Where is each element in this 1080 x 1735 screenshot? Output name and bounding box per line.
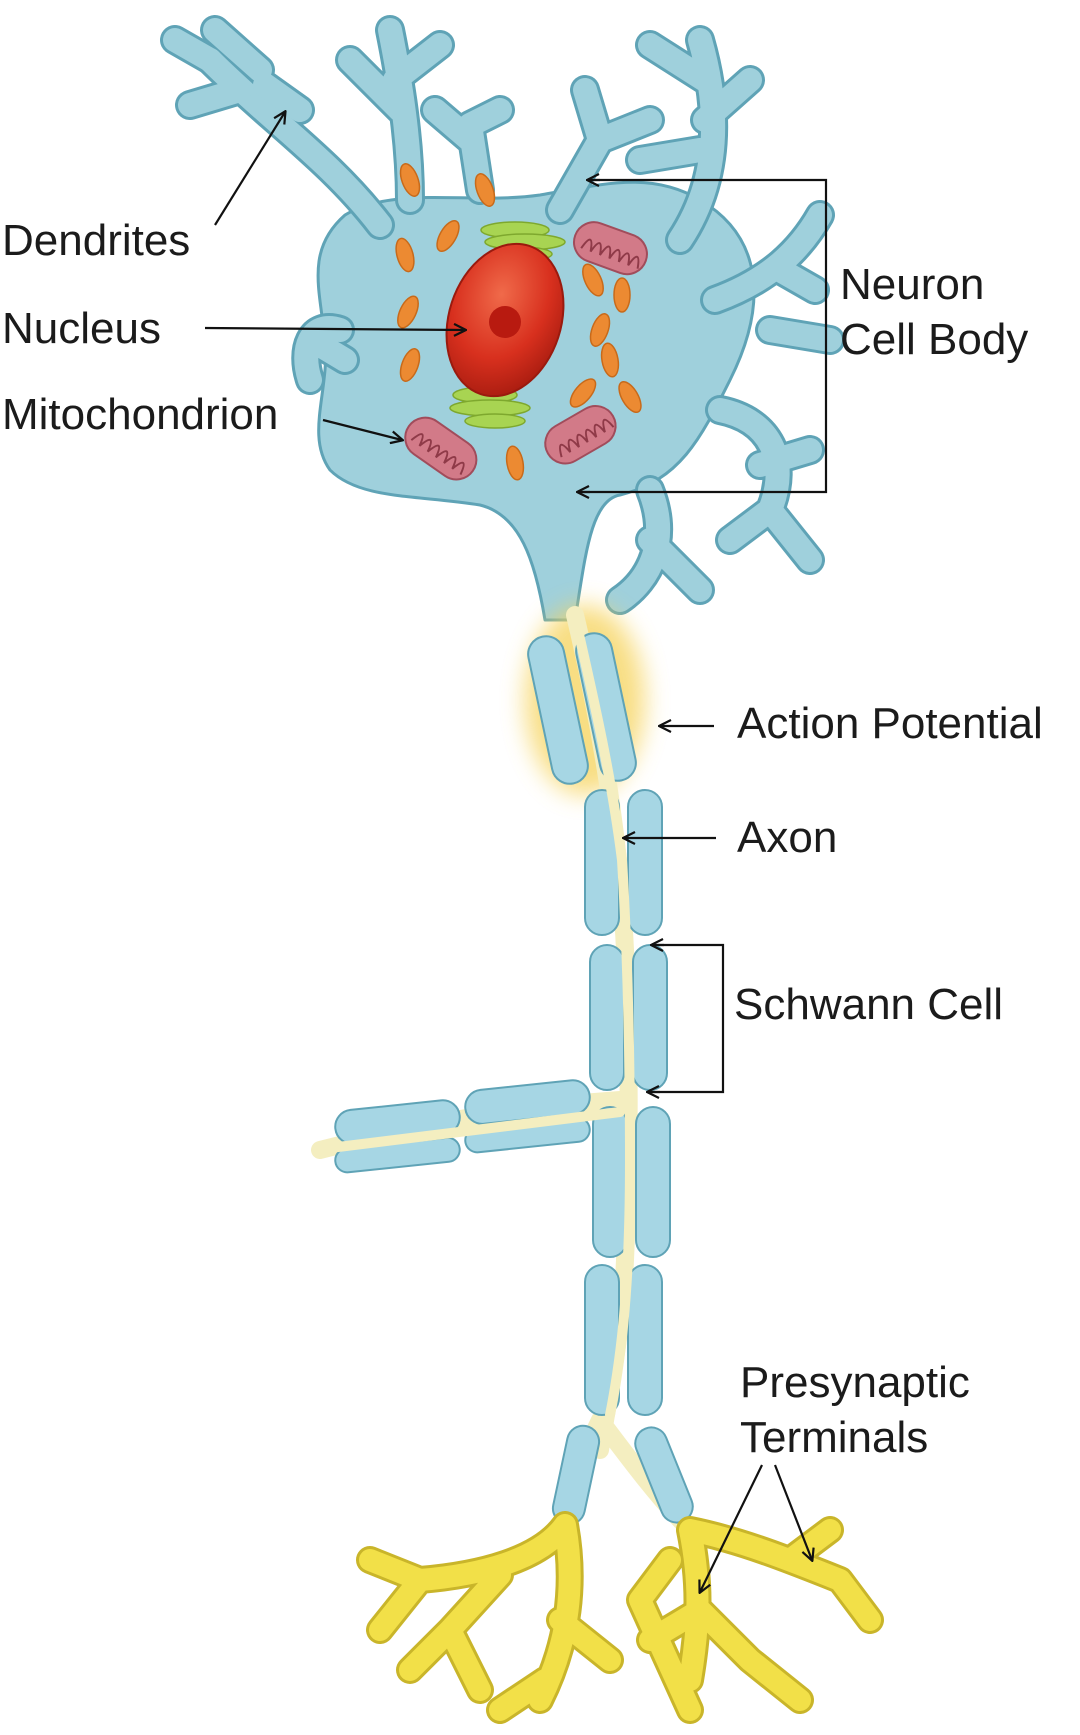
leader-lines — [204, 112, 828, 1592]
mitochondrion-arrow — [322, 418, 402, 440]
axon-core-highlight — [325, 625, 636, 1420]
organelles — [395, 163, 648, 481]
dendrites-arrow — [214, 112, 285, 226]
presynaptic-terminals-label-line1: Presynaptic — [740, 1358, 970, 1407]
presynaptic-terminals-label-line2: Terminals — [740, 1413, 929, 1462]
mitochondrion-label: Mitochondrion — [2, 390, 279, 439]
dendrites-label: Dendrites — [2, 216, 191, 265]
dendrites-group — [160, 15, 845, 615]
cell-body-bracket — [578, 178, 828, 494]
presynaptic-arrow-right — [773, 1464, 812, 1560]
cell-body — [316, 180, 756, 622]
axon-label: Axon — [737, 813, 838, 862]
small-organelles — [395, 163, 642, 481]
neuron-cell-body-label-line1: Neuron — [840, 260, 985, 309]
nucleus-arrow — [204, 328, 465, 330]
myelin-sheath — [334, 632, 694, 1526]
mitochondria — [404, 221, 648, 481]
nucleus-label: Nucleus — [2, 304, 161, 353]
schwann-cell-label: Schwann Cell — [734, 980, 1004, 1029]
action-potential-label: Action Potential — [737, 699, 1043, 748]
nucleus — [445, 242, 565, 398]
neuron-cell-body-label-line2: Cell Body — [840, 315, 1029, 364]
presynaptic-arrow-left — [700, 1464, 763, 1592]
presynaptic-terminals — [356, 1511, 884, 1724]
schwann-cell-bracket — [648, 943, 725, 1094]
